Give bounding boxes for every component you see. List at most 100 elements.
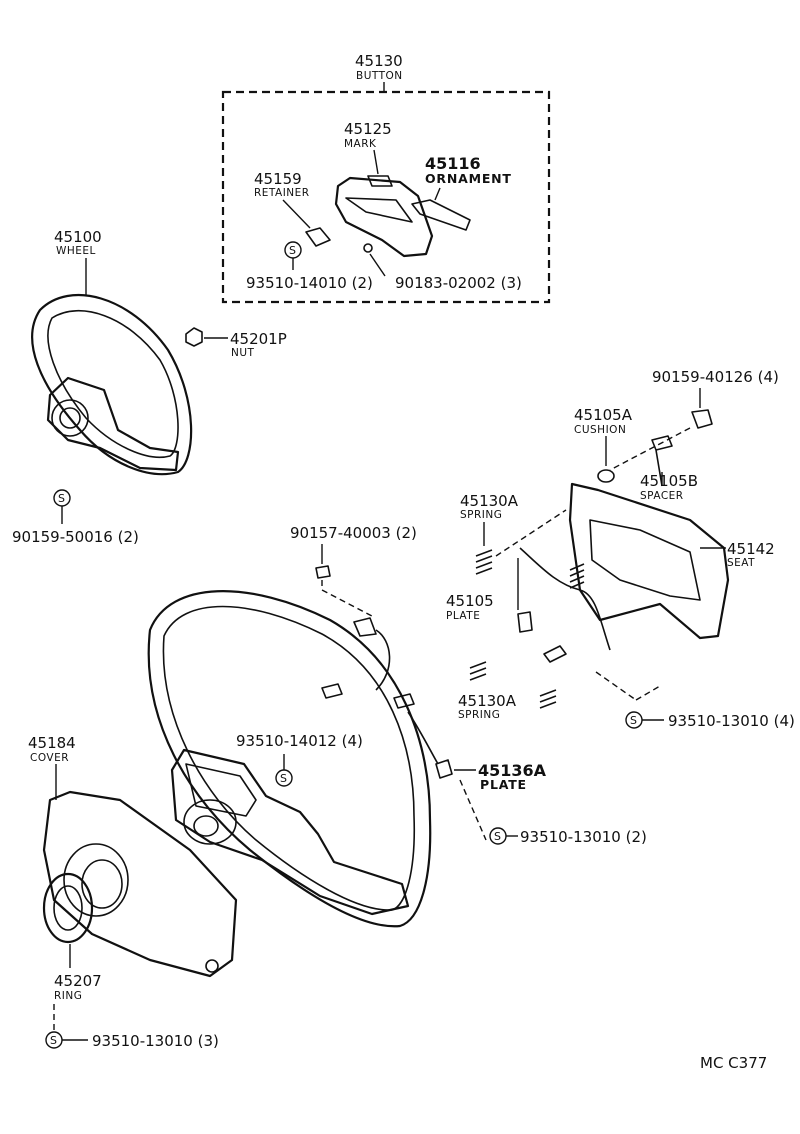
plate-a-group: 45136A PLATE S 93510-13010 (2) xyxy=(407,711,647,846)
spacer-part-name: SPACER xyxy=(640,490,684,502)
cover-boss-inner xyxy=(81,859,123,909)
spring-upper-part xyxy=(475,549,493,575)
plate-a-part-number: 45136A xyxy=(478,761,547,780)
plate-part-number: 45105 xyxy=(446,592,494,610)
svg-text:S: S xyxy=(58,492,65,505)
button-body xyxy=(334,176,434,258)
button-face xyxy=(345,197,413,223)
nut-part-number: 45201P xyxy=(230,330,287,348)
bolt-seat-dash xyxy=(609,427,691,471)
screw-button-a-number: 93510-14010 (2) xyxy=(246,274,373,292)
button-assembly-box xyxy=(221,90,551,304)
wheel-boss-hole xyxy=(59,407,81,429)
screw-seat-dash-a xyxy=(595,671,637,701)
wheel-group: 45100 WHEEL xyxy=(31,228,193,476)
seat-part-number: 45142 xyxy=(727,540,775,558)
screw-plate-number: 90157-40003 (2) xyxy=(290,524,417,542)
bracket-part-b xyxy=(393,693,415,709)
retainer-part-number: 45159 xyxy=(254,170,302,188)
spring-upper-part-number: 45130A xyxy=(460,492,519,510)
lower-wheel-boss xyxy=(183,799,237,845)
ring-part-name: RING xyxy=(54,990,82,1002)
mark-leader xyxy=(373,149,379,175)
nut-part-name: NUT xyxy=(231,347,255,359)
cover-boss-outer xyxy=(63,843,129,917)
mark-part-number: 45125 xyxy=(344,120,392,138)
screw-center-number: 93510-14012 (4) xyxy=(236,732,363,750)
small-plate-part xyxy=(353,617,377,637)
screw-plate-part xyxy=(315,565,331,579)
spring-lower-part-b xyxy=(539,689,557,709)
bracket-part xyxy=(321,683,343,699)
svg-text:S: S xyxy=(280,772,287,785)
cover-part-number: 45184 xyxy=(28,734,76,752)
spring-lower-part-a xyxy=(469,661,487,681)
screw-center-group: 93510-14012 (4) S xyxy=(236,732,363,787)
cover-part xyxy=(42,790,238,978)
button-part-name: BUTTON xyxy=(356,70,403,82)
cushion-part-name: CUSHION xyxy=(574,424,626,436)
cushion-part-number: 45105A xyxy=(574,406,633,424)
screw-wheel-number: 90159-50016 (2) xyxy=(12,528,139,546)
screw-symbol-seat: S xyxy=(625,711,643,729)
seat-group: 90159-40126 (4) 45105A CUSHION 45105B SP… xyxy=(446,368,795,730)
spacer-part xyxy=(651,435,673,487)
wheel-rim-inner xyxy=(47,309,179,458)
retainer-part-name: RETAINER xyxy=(254,187,310,199)
ring-group: 45207 RING S 93510-13010 (3) xyxy=(42,872,219,1050)
cover-clip xyxy=(205,959,219,973)
plate-part xyxy=(517,611,533,633)
lower-wheel-rim-inner xyxy=(162,605,416,911)
screw-symbol-wheel: S xyxy=(53,489,71,507)
mark-part-name: MARK xyxy=(344,138,377,150)
wire-part xyxy=(375,629,391,691)
lower-wheel-group xyxy=(147,590,432,928)
spring-lower-part-number: 45130A xyxy=(458,692,517,710)
spring-upper-part-name: SPRING xyxy=(460,509,502,521)
cover-group: 45184 COVER xyxy=(28,734,238,978)
wheel-part-number: 45100 xyxy=(54,228,102,246)
button-screw-part xyxy=(363,243,373,253)
retainer-leader xyxy=(282,199,311,229)
screw-symbol-ring: S xyxy=(45,1031,63,1049)
ring-part-number: 45207 xyxy=(54,972,102,990)
screw-symbol-button: S xyxy=(284,241,302,259)
wheel-hub xyxy=(46,376,180,472)
seat-inner xyxy=(589,519,701,601)
retainer-part xyxy=(305,227,331,247)
figure-code: MC C377 xyxy=(700,1054,767,1072)
spacer-part-number: 45105B xyxy=(640,472,698,490)
screw-ring-number: 93510-13010 (3) xyxy=(92,1032,219,1050)
ornament-leader xyxy=(434,187,441,201)
lower-wheel-rim-outer xyxy=(147,590,432,928)
plate-wire xyxy=(519,547,611,651)
screw-plate-group: 90157-40003 (2) xyxy=(290,524,417,709)
plate-a-part-name: PLATE xyxy=(480,777,527,792)
ring-part-outer xyxy=(42,872,94,944)
button-part-number: 45130 xyxy=(355,52,403,70)
svg-text:S: S xyxy=(630,714,637,727)
ornament-part-name: ORNAMENT xyxy=(425,171,512,186)
screw-seat-number: 93510-13010 (4) xyxy=(668,712,795,730)
bolt-seat-number: 90159-40126 (4) xyxy=(652,368,779,386)
nut-group: 45201P NUT xyxy=(185,327,287,359)
spring-lower-part-name: SPRING xyxy=(458,709,500,721)
lower-wheel-hub xyxy=(170,748,410,916)
plate-part-name: PLATE xyxy=(446,610,480,622)
screw-button-b-leader xyxy=(369,253,386,277)
nut-part xyxy=(185,327,203,347)
lower-wheel-hub-plate xyxy=(185,763,257,817)
screw-symbol-center: S xyxy=(275,769,293,787)
plate-a-part xyxy=(435,759,453,779)
lower-wheel-boss-hole xyxy=(193,815,219,837)
svg-text:S: S xyxy=(289,244,296,257)
screw-button-b-number: 90183-02002 (3) xyxy=(395,274,522,292)
ornament-part-number: 45116 xyxy=(425,154,481,173)
bolt-seat-part xyxy=(691,409,713,429)
screw-plate-a-number: 93510-13010 (2) xyxy=(520,828,647,846)
screw-seat-dash-b xyxy=(635,685,661,701)
wheel-rim-outer xyxy=(31,293,193,476)
ring-part-inner xyxy=(53,885,83,931)
spring-upper-dash xyxy=(495,509,567,557)
cushion-part xyxy=(597,469,615,483)
